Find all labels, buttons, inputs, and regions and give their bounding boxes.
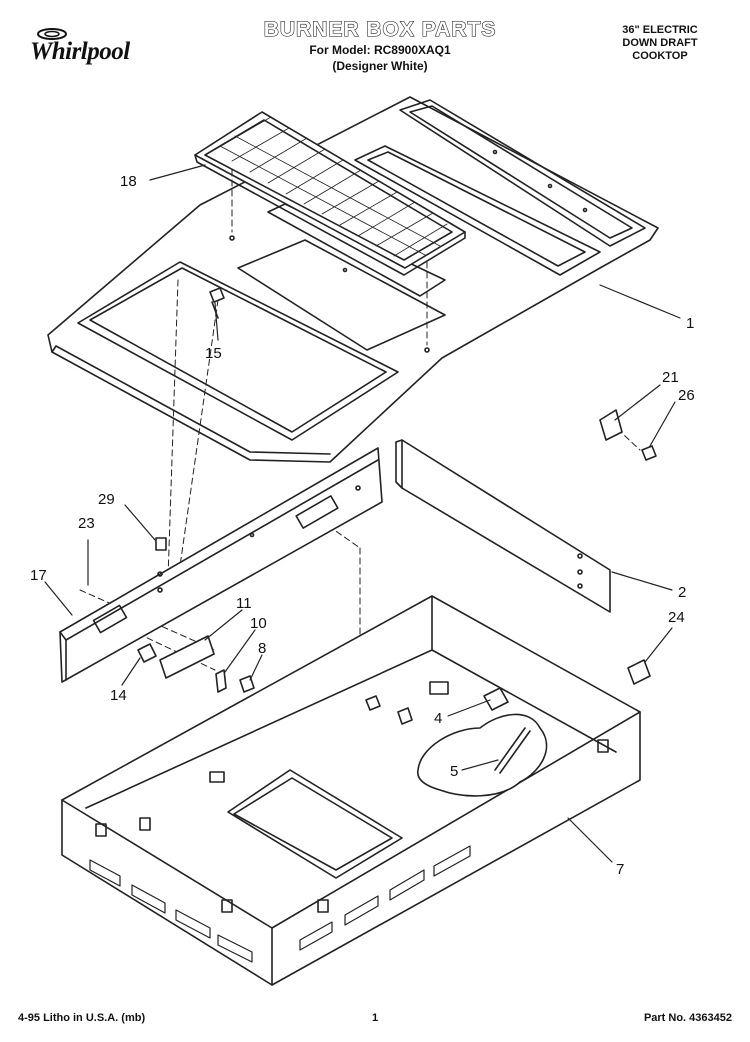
page-title: BURNER BOX PARTS: [263, 17, 497, 41]
page-title-block: BURNER BOX PARTS For Model: RC8900XAQ1 (…: [230, 17, 530, 74]
callout-15: 15: [205, 345, 222, 362]
callout-21: 21: [662, 369, 679, 386]
callout-10: 10: [250, 615, 267, 632]
whirlpool-logo: [37, 28, 67, 40]
callout-2: 2: [678, 584, 686, 601]
logo-swirl-icon: [37, 28, 67, 40]
vent-grille-part: [194, 111, 466, 276]
callout-11: 11: [236, 595, 252, 612]
callout-26: 26: [678, 387, 695, 404]
callout-24: 24: [668, 609, 685, 626]
callout-14: 14: [110, 687, 127, 704]
rear-panel-part: [395, 439, 611, 613]
callout-29: 29: [98, 491, 115, 508]
callout-17: 17: [30, 567, 47, 584]
callout-18: 18: [120, 173, 137, 190]
part-number: Part No. 4363452: [643, 1012, 732, 1024]
product-line-1: 36" ELECTRIC: [622, 24, 698, 36]
litho-note: 4-95 Litho in U.S.A. (mb): [18, 1012, 146, 1024]
page-number: 1: [372, 1012, 379, 1024]
model-number: For Model: RC8900XAQ1: [309, 43, 451, 57]
callout-leaders: [44, 164, 681, 863]
callout-5: 5: [450, 763, 458, 780]
small-hardware-parts: [137, 409, 657, 725]
callout-7: 7: [616, 861, 624, 878]
product-line-2: DOWN DRAFT: [622, 37, 698, 49]
callout-numbers: 18 1 15 21 26 29 23 17 11 10 8 14 2 24 4…: [30, 173, 695, 878]
model-variant: (Designer White): [332, 59, 428, 73]
product-line-3: COOKTOP: [632, 50, 688, 62]
product-description: 36" ELECTRIC DOWN DRAFT COOKTOP: [600, 24, 720, 63]
callout-4: 4: [434, 710, 442, 727]
gasket-part: [416, 713, 548, 797]
control-bracket-part: [59, 447, 383, 683]
cooktop-frame-part: [47, 96, 659, 463]
callout-23: 23: [78, 515, 95, 532]
callout-1: 1: [686, 315, 694, 332]
brand-name: Whirlpool: [30, 38, 130, 65]
callout-8: 8: [258, 640, 266, 657]
